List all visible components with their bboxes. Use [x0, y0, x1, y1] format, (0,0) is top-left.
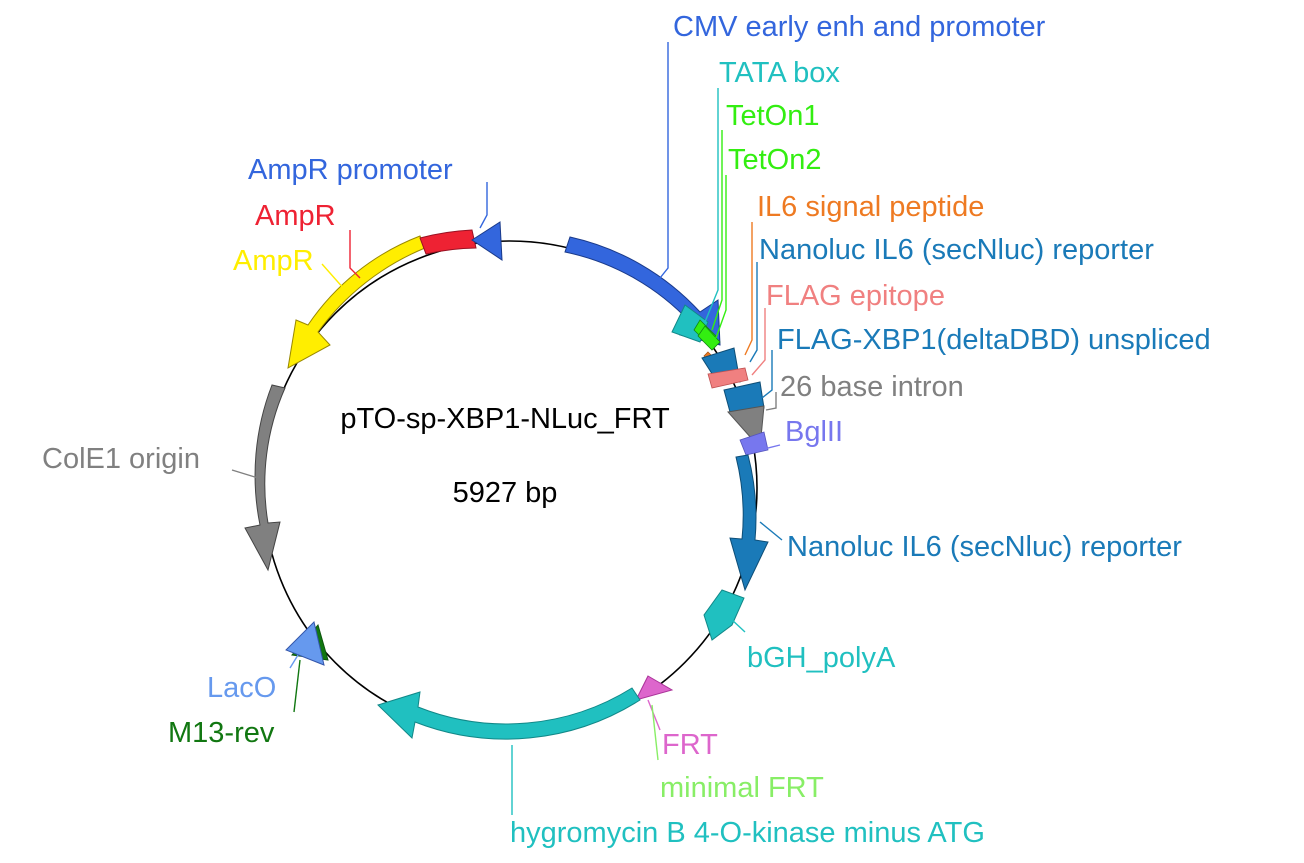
- flag-arc[interactable]: [707, 367, 749, 389]
- bgh-arrow[interactable]: [703, 589, 745, 641]
- label-teton2: TetOn2: [728, 144, 822, 176]
- label-xbp1: FLAG-XBP1(deltaDBD) unspliced: [777, 324, 1211, 356]
- label-ampr-red: AmpR: [255, 200, 336, 232]
- hygro-arc[interactable]: [377, 687, 641, 740]
- label-m13rev: M13-rev: [168, 717, 275, 749]
- feature-arcs: [244, 221, 769, 740]
- label-intron: 26 base intron: [780, 371, 964, 403]
- plasmid-name: pTO-sp-XBP1-NLuc_FRT: [340, 403, 670, 435]
- tata-leader: [704, 88, 719, 323]
- label-minfrt: minimal FRT: [660, 772, 824, 804]
- label-ampr-yellow: AmpR: [233, 245, 314, 277]
- flag-leader: [751, 308, 766, 376]
- feature-labels: CMV early enh and promoter TATA box TetO…: [42, 11, 1211, 849]
- plasmid-length: 5927 bp: [453, 477, 558, 509]
- nluc1-leader: [749, 262, 758, 363]
- bglii-mark[interactable]: [739, 431, 769, 456]
- il6sp-leader: [744, 222, 753, 356]
- ampr-yellow-leader: [321, 263, 346, 291]
- label-cmv: CMV early enh and promoter: [673, 11, 1046, 43]
- teton2-leader: [715, 175, 727, 339]
- laco-arrow[interactable]: [285, 621, 325, 666]
- m13rev-leader: [293, 659, 301, 713]
- label-laco: LacO: [207, 672, 276, 704]
- label-nluc1: Nanoluc IL6 (secNluc) reporter: [759, 234, 1154, 266]
- bglii-leader: [759, 444, 781, 451]
- label-bgh: bGH_polyA: [747, 642, 896, 674]
- label-frt: FRT: [662, 729, 718, 761]
- label-il6sp: IL6 signal peptide: [757, 191, 984, 223]
- laco-leader: [289, 654, 299, 669]
- label-teton1: TetOn1: [726, 100, 820, 132]
- amprprom-leader: [479, 182, 488, 229]
- amprprom-arrow[interactable]: [471, 221, 503, 261]
- nluc2-arc[interactable]: [729, 454, 769, 592]
- ampr-red-leader: [349, 230, 361, 279]
- xbp1-leader: [761, 350, 773, 399]
- teton1-leader: [711, 130, 723, 331]
- cole1-leader: [231, 469, 259, 479]
- label-flag: FLAG epitope: [766, 280, 945, 312]
- frt-leader: [647, 699, 661, 731]
- cmv-leader: [659, 42, 669, 279]
- ampr-red-arc[interactable]: [419, 229, 477, 255]
- bgh-leader: [729, 617, 746, 633]
- intron-leader: [765, 392, 777, 411]
- label-tata: TATA box: [719, 57, 840, 89]
- leader-lines: [231, 42, 783, 815]
- minfrt-leader: [651, 704, 659, 761]
- ampr-yellow-arc[interactable]: [287, 235, 426, 369]
- label-amprprom: AmpR promoter: [248, 154, 453, 186]
- label-bglii: BglII: [785, 416, 843, 448]
- frt-arrow[interactable]: [635, 675, 674, 701]
- label-cole1: ColE1 origin: [42, 443, 200, 475]
- teton2-arc[interactable]: [697, 325, 721, 351]
- cole1-arc[interactable]: [244, 384, 286, 572]
- label-nluc2: Nanoluc IL6 (secNluc) reporter: [787, 531, 1182, 563]
- nluc2-leader: [759, 521, 783, 541]
- label-hygro: hygromycin B 4-O-kinase minus ATG: [510, 817, 985, 849]
